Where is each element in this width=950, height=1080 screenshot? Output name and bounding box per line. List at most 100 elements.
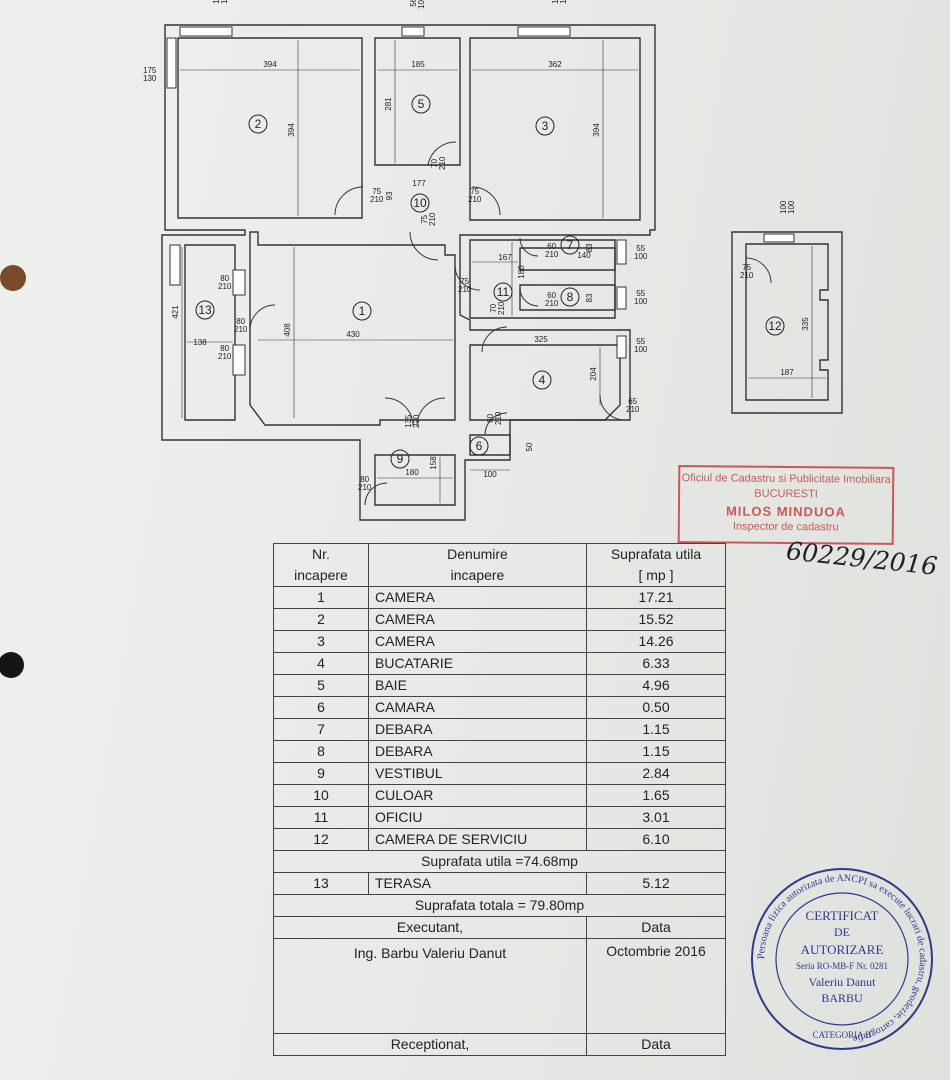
room-number-8: 8: [567, 290, 574, 304]
dim-room6-width: 100: [483, 470, 497, 479]
dim-room5-height: 281: [384, 97, 393, 111]
row-area: 1.65: [586, 784, 726, 807]
row-name: CAMARA: [368, 696, 587, 719]
receptionat-row: Receptionat, Data: [273, 1033, 726, 1056]
dim-label-d-75-210-b: 75 210: [468, 187, 482, 204]
punch-hole-bottom: [0, 652, 24, 678]
dim-room13-height: 421: [171, 305, 180, 319]
dim-label-top-56-100: 56 100: [409, 0, 426, 9]
row-area: 15.52: [586, 608, 726, 631]
terrace-name: TERASA: [368, 872, 587, 895]
subtotal-row: Suprafata utila =74.68mp: [273, 850, 726, 873]
row-name: DEBARA: [368, 740, 587, 763]
row-area: 1.15: [586, 718, 726, 741]
row-nr: 7: [273, 718, 369, 741]
dim-label-d-60-210-7: 60 210: [545, 242, 559, 259]
dim-label-d-70-210-a: 70 210: [430, 156, 447, 170]
dim-label-d-65-210: 65 210: [626, 397, 640, 414]
room-number-1: 1: [359, 304, 366, 318]
row-name: CAMERA: [368, 586, 587, 609]
svg-text:Persoana fizica autorizata de: Persoana fizica autorizata de ANCPI sa e…: [756, 873, 928, 1044]
subtotal-text: Suprafata utila =74.68mp: [273, 850, 726, 873]
row-nr: 9: [273, 762, 369, 785]
stamp-line2: BUCURESTI: [754, 487, 818, 501]
dim-room12-width: 187: [780, 368, 794, 377]
row-name: CAMERA: [368, 608, 587, 631]
room-number-5: 5: [418, 97, 425, 111]
dim-label-d-60-210-6: 60 210: [486, 411, 503, 425]
row-area: 6.33: [586, 652, 726, 675]
stamp-line1: Oficiul de Cadastru si Publicitate Imobi…: [681, 472, 891, 486]
seal-ring-text: Persoana fizica autorizata de ANCPI sa e…: [756, 873, 928, 1044]
total-row: Suprafata totala = 79.80mp: [273, 894, 726, 917]
executant-header-row: Executant, Data: [273, 916, 726, 939]
dim-room3-width: 362: [548, 60, 562, 69]
dim-room5-width: 185: [411, 60, 425, 69]
dim-room13-width: 138: [193, 338, 207, 347]
dim-room2-width: 394: [263, 60, 277, 69]
dim-label-d-80-210-a: 80 210: [218, 274, 232, 291]
row-nr: 10: [273, 784, 369, 807]
row-nr: 6: [273, 696, 369, 719]
row-nr: 12: [273, 828, 369, 851]
terrace-row: 13 TERASA 5.12: [273, 872, 726, 895]
row-area: 2.84: [586, 762, 726, 785]
seal-line5: Valeriu Danut: [808, 975, 876, 989]
seal-line1: CERTIFICAT: [805, 908, 879, 923]
seal-line3: AUTORIZARE: [800, 942, 884, 957]
dim-93: 93: [385, 191, 394, 200]
dim-label-d-55-100-a: 55 100: [634, 244, 648, 261]
row-area: 3.01: [586, 806, 726, 829]
seal-line2: DE: [834, 925, 850, 939]
dim-room1-height: 408: [283, 323, 292, 337]
row-nr: 5: [273, 674, 369, 697]
floor-plan: 1 2 3 4 5 6 7 8 9 10 11 12 13 394 394 18…: [161, 24, 843, 521]
dim-180: 180: [517, 265, 526, 279]
authorization-seal: Persoana fizica autorizata de ANCPI sa e…: [751, 868, 933, 1050]
header-area: Suprafata utila [ mp ]: [586, 543, 726, 587]
cadastre-stamp: Oficiul de Cadastru si Publicitate Imobi…: [677, 465, 895, 545]
terrace-area: 5.12: [586, 872, 726, 895]
row-name: CAMERA DE SERVICIU: [368, 828, 587, 851]
dim-label-d-75-210-c: 75 210: [420, 212, 437, 226]
seal-line6: BARBU: [821, 991, 863, 1005]
row-name: BUCATARIE: [368, 652, 587, 675]
dim-140: 140: [577, 251, 591, 260]
row-nr: 2: [273, 608, 369, 631]
stamp-line4: Inspector de cadastru: [732, 520, 839, 534]
dim-label-d-80-210-c: 80 210: [218, 344, 232, 361]
row-name: BAIE: [368, 674, 587, 697]
dim-177: 177: [412, 179, 426, 188]
row-nr: 4: [273, 652, 369, 675]
room-number-3: 3: [542, 119, 549, 133]
row-name: DEBARA: [368, 718, 587, 741]
executant-label: Executant,: [273, 916, 587, 939]
seal-line7: CATEGORIA B: [812, 1030, 872, 1040]
row-nr: 8: [273, 740, 369, 763]
dim-label-top-155-130: 155 130: [551, 0, 568, 4]
dim-room12-height: 335: [801, 317, 810, 331]
dim-label-d-80-210-9: 80 210: [358, 475, 372, 492]
room-number-13: 13: [198, 303, 212, 317]
total-text: Suprafata totala = 79.80mp: [273, 894, 726, 917]
dim-label-d-70-210-b: 70 210: [489, 301, 506, 315]
row-name: CULOAR: [368, 784, 587, 807]
dim-83-room7: 83: [585, 243, 594, 252]
row-area: 0.50: [586, 696, 726, 719]
room-number-12: 12: [768, 319, 782, 333]
room-number-10: 10: [413, 196, 427, 210]
dim-label-d-75-210-a: 75 210: [370, 187, 384, 204]
terrace-nr: 13: [273, 872, 369, 895]
row-area: 4.96: [586, 674, 726, 697]
dim-167: 167: [498, 253, 512, 262]
